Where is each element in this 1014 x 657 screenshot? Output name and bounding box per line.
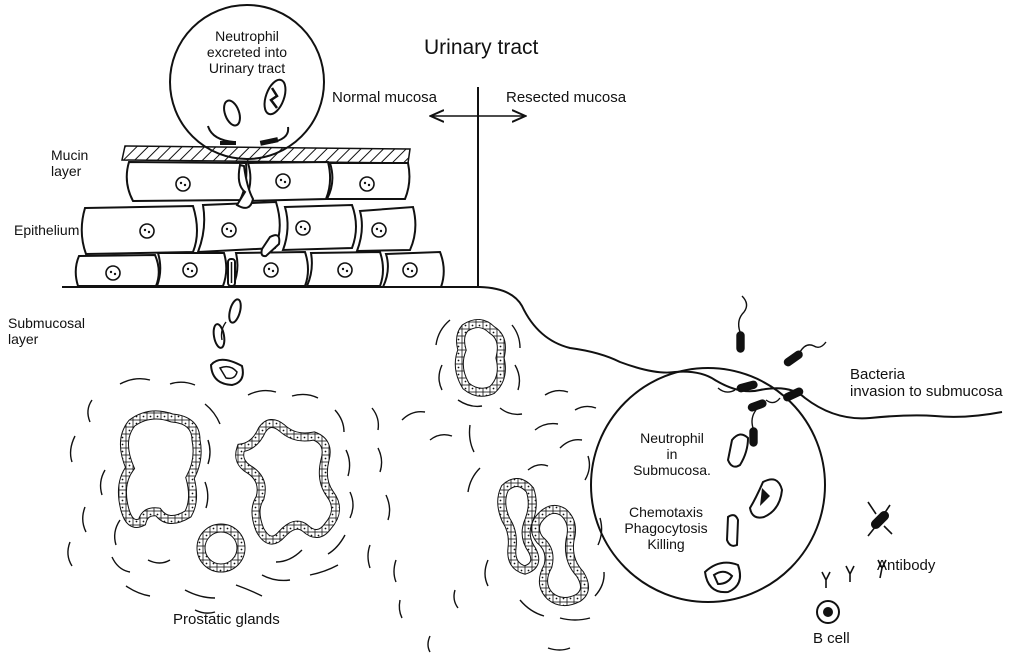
mucin-layer-line-2: layer [51,163,88,179]
function-killing: Killing [608,536,724,552]
mucin-layer-label: Mucin layer [51,147,88,179]
mucin-layer [122,146,410,163]
neutrophil-circle-submucosa [591,368,825,602]
epithelium-cells [76,162,444,287]
submucosal-layer-line-2: layer [8,331,85,347]
neutrophil-excreted-line-3: Urinary tract [173,60,321,76]
b-cell-nucleus [823,607,833,617]
neutrophil-in-submucosa-line-2: in [622,446,722,462]
neutrophil-excreted-line-1: Neutrophil [173,28,321,44]
normal-mucosa-label: Normal mucosa [332,89,437,106]
epithelium-label: Epithelium [14,222,79,238]
function-chemotaxis: Chemotaxis [608,504,724,520]
neutrophil-excreted-line-2: excreted into [173,44,321,60]
submucosal-neutrophils [211,298,243,385]
submucosal-layer-line-1: Submucosal [8,315,85,331]
neutrophil-functions-label: Chemotaxis Phagocytosis Killing [608,504,724,552]
neutrophil-in-submucosa-line-3: Submucosa. [622,462,722,478]
bacteria-invasion-line-2: invasion to submucosa [850,383,1003,400]
bacteria-invasion-line-1: Bacteria [850,366,1003,383]
neutrophil-excreted-label: Neutrophil excreted into Urinary tract [173,28,321,76]
antibody-label: Antibody [877,557,935,574]
b-cell-label: B cell [813,630,850,647]
resected-mucosa-label: Resected mucosa [506,89,626,106]
antibody-bound-bacterium [868,502,892,536]
bacteria-invasion-label: Bacteria invasion to submucosa [850,366,1003,401]
gland-1 [122,415,197,524]
neutrophil-in-submucosa-line-1: Neutrophil [622,430,722,446]
diagram-title: Urinary tract [424,36,538,60]
mucin-layer-line-1: Mucin [51,147,88,163]
function-phagocytosis: Phagocytosis [608,520,724,536]
neutrophil-in-submucosa-label: Neutrophil in Submucosa. [622,430,722,478]
prostatic-glands-label: Prostatic glands [173,611,280,628]
submucosal-layer-label: Submucosal layer [8,315,85,347]
